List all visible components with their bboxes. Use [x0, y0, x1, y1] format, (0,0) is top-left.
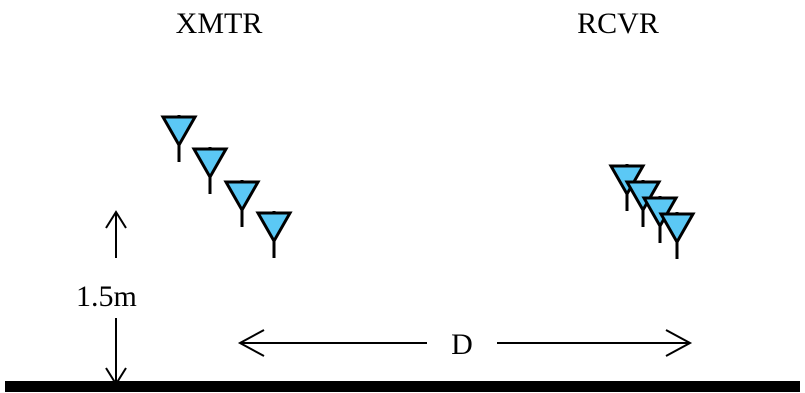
transmitter-antenna-icon: [224, 178, 260, 229]
receiver-label: RCVR: [577, 7, 659, 40]
transmitter-antenna-icon: [256, 209, 292, 260]
receiver-antenna-icon: [659, 210, 695, 261]
transmitter-antennas: [161, 113, 292, 260]
height-label: 1.5m: [76, 280, 137, 313]
right-arrowhead-icon: [665, 329, 693, 357]
ground-line: [5, 381, 800, 392]
transmitter-label: XMTR: [176, 7, 263, 40]
up-arrowhead-icon: [105, 210, 127, 229]
height-indicator: [105, 210, 127, 386]
distance-indicator: [237, 329, 693, 357]
transmitter-antenna-icon: [192, 145, 228, 196]
left-arrowhead-icon: [237, 329, 265, 357]
receiver-antennas: [609, 162, 695, 261]
transmitter-antenna-icon: [161, 113, 197, 164]
distance-label: D: [451, 328, 473, 361]
